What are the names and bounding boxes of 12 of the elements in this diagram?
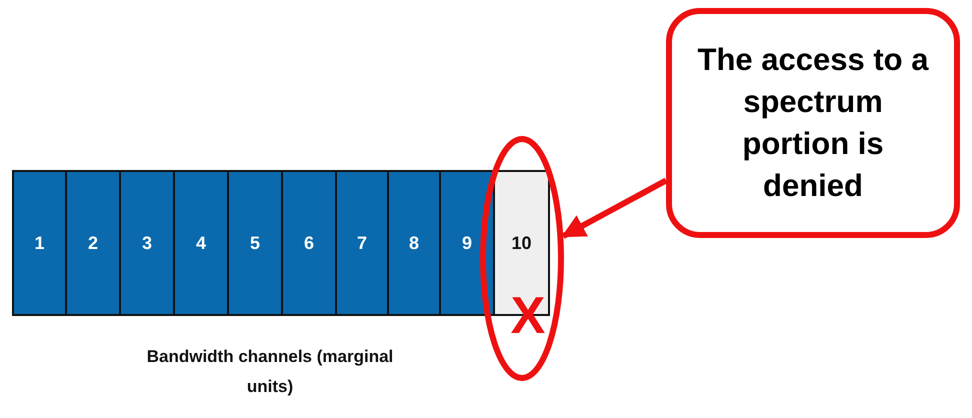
- channel-box: 6: [281, 170, 337, 316]
- axis-caption: Bandwidth channels (marginal units): [146, 346, 394, 398]
- highlight-ellipse: [480, 136, 564, 381]
- channel-box: 8: [387, 170, 441, 316]
- arrow: [561, 178, 668, 239]
- channel-box: 2: [65, 170, 121, 316]
- channel-box: 3: [119, 170, 175, 316]
- channel-box: 5: [227, 170, 283, 316]
- channel-box: 4: [173, 170, 229, 316]
- channel-box: 7: [335, 170, 389, 316]
- channel-box: 1: [12, 170, 67, 316]
- callout-box: The access to a spectrum portion is denied: [666, 8, 960, 238]
